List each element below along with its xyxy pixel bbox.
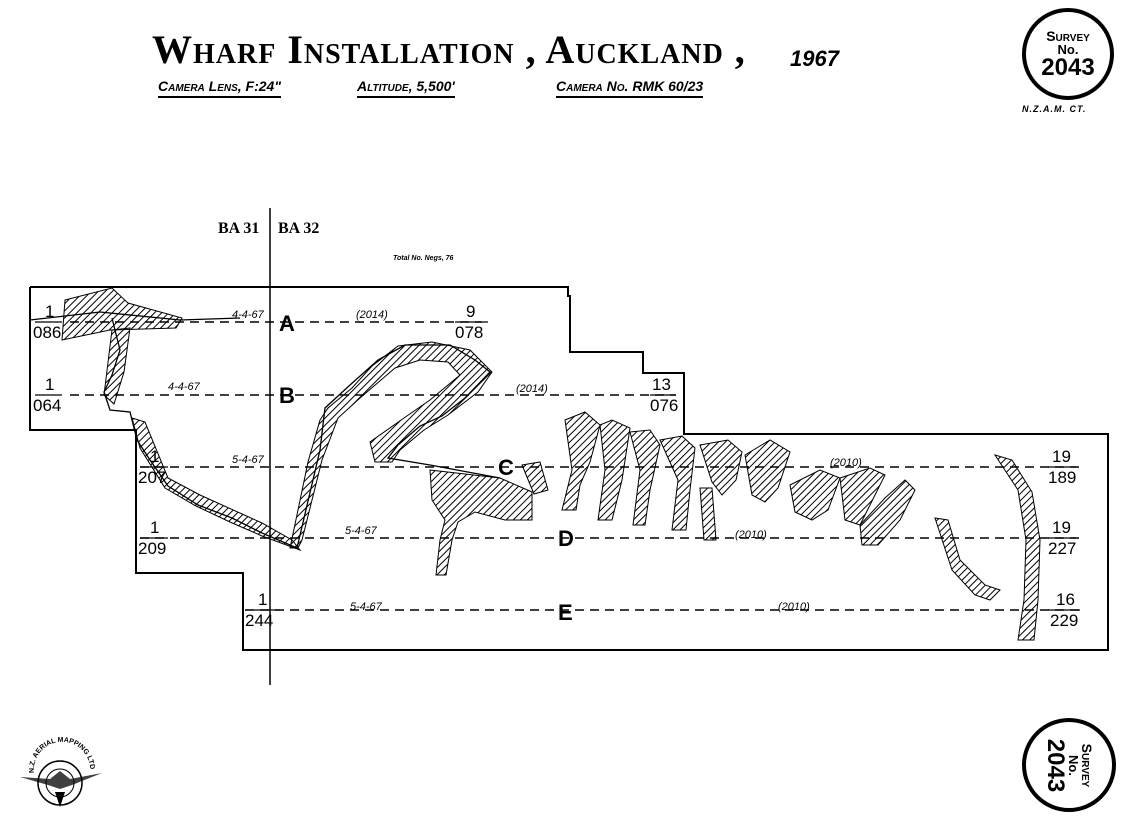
stamp-number: 2043 (1041, 53, 1095, 81)
run-c-film: (2010) (830, 457, 862, 469)
stamp-bottom-survey-text: Survey (1079, 743, 1096, 787)
camera-lens-label: Camera Lens, F:24" (158, 78, 281, 98)
wharf-east-end (993, 454, 1041, 641)
map-year: 1967 (790, 46, 839, 71)
run-d-end-bottom: 227 (1048, 539, 1076, 558)
run-a-end-top: 9 (466, 302, 475, 321)
wharf-finger-1 (561, 411, 601, 511)
stamp-bottom-rotated: Survey No. 2043 (1042, 738, 1096, 792)
run-c-start-top: 1 (150, 447, 159, 466)
survey-stamp-bottom: Survey No. 2043 (1022, 718, 1116, 812)
wharf-finger-8 (789, 469, 841, 521)
run-e-label: E (558, 600, 573, 625)
run-e-start-bottom: 244 (245, 611, 273, 630)
run-c-start-bottom: 207 (138, 468, 166, 487)
run-a-end-bottom: 078 (455, 323, 483, 342)
run-a-start-top: 1 (45, 302, 54, 321)
svg-text:N.Z. AERIAL MAPPING LTD: N.Z. AERIAL MAPPING LTD (29, 737, 95, 773)
wharf-finger-3 (629, 429, 661, 526)
wharf-west-shore (103, 327, 131, 405)
run-e-date: 5-4-67 (350, 601, 383, 613)
run-d-date: 5-4-67 (345, 525, 378, 537)
run-b-date: 4-4-67 (168, 381, 201, 393)
stamp-bottom-number: 2043 (1042, 738, 1070, 792)
survey-stamp-top: Survey No. 2043 (1022, 8, 1114, 100)
map-title: Wharf Installation , Auckland , (152, 27, 746, 72)
coverage-boundary (29, 286, 1109, 651)
wharf-finger-5 (699, 487, 717, 541)
run-a-start-bottom: 086 (33, 323, 61, 342)
run-b-end-top: 13 (652, 375, 671, 394)
sheet-label-right: BA 32 (278, 220, 320, 237)
run-b-end-bottom: 076 (650, 396, 678, 415)
run-e-start-top: 1 (258, 590, 267, 609)
run-d-film: (2010) (735, 529, 767, 541)
run-c-end-top: 19 (1052, 447, 1071, 466)
run-d-end-top: 19 (1052, 518, 1071, 537)
run-b-label: B (279, 383, 295, 408)
wharf-finger-7 (744, 439, 791, 503)
wharf-structures (61, 287, 1041, 641)
run-d-label: D (558, 526, 574, 551)
wharf-c-pier (521, 461, 549, 495)
flight-lines (70, 321, 1085, 611)
run-c-label: C (498, 455, 514, 480)
wharf-finger-10 (859, 479, 916, 546)
company-credit: N.Z.A.M. CT. (1022, 104, 1087, 114)
run-d-start-top: 1 (150, 518, 159, 537)
wharf-finger-4 (659, 435, 696, 531)
sheet-label-left: BA 31 (218, 220, 260, 237)
run-c-date: 5-4-67 (232, 454, 265, 466)
stamp-no-text: No. (1057, 41, 1079, 57)
run-e-end-bottom: 229 (1050, 611, 1078, 630)
camera-number-label: Camera No. RMK 60/23 (556, 78, 704, 98)
wharf-finger-9 (839, 467, 886, 526)
run-e-film: (2010) (778, 601, 810, 613)
aerial-mapping-logo: N.Z. AERIAL MAPPING LTD (20, 737, 102, 807)
run-a-film: (2014) (356, 309, 388, 321)
wharf-northwest (61, 287, 183, 341)
wharf-finger-6 (699, 439, 743, 496)
logo-text: N.Z. AERIAL MAPPING LTD (29, 737, 95, 773)
stamp-bottom-no-text: No. (1066, 754, 1082, 776)
run-d-start-bottom: 209 (138, 539, 166, 558)
wharf-main-arm (289, 341, 493, 549)
run-b-start-bottom: 064 (33, 396, 61, 415)
wharf-western-breakwater (131, 417, 302, 552)
run-b-film: (2014) (516, 383, 548, 395)
stamp-survey-text: Survey (1046, 27, 1090, 44)
wharf-east-arm (934, 517, 1001, 601)
wharf-inner-block (429, 469, 533, 576)
run-e-end-top: 16 (1056, 590, 1075, 609)
run-a-date: 4-4-67 (232, 309, 265, 321)
run-b-start-top: 1 (45, 375, 54, 394)
altitude-label: Altitude, 5,500' (357, 78, 455, 98)
run-a-label: A (279, 311, 295, 336)
fraction-bars (35, 321, 1080, 611)
wharf-finger-2 (597, 419, 631, 521)
total-negatives-note: Total No. Negs, 76 (393, 255, 454, 262)
run-c-end-bottom: 189 (1048, 468, 1076, 487)
